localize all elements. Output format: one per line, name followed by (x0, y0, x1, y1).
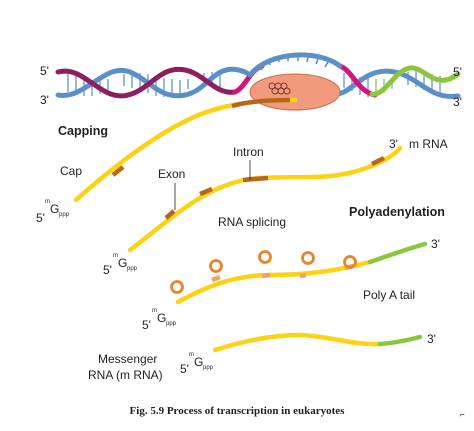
svg-text:5': 5' (103, 263, 112, 277)
cap-label: Cap (60, 164, 82, 178)
intron-segments (164, 155, 386, 220)
strand-left-top-label: 5' (40, 64, 49, 78)
svg-text:ppp: ppp (59, 212, 70, 218)
capping-exon-marks (111, 97, 291, 177)
svg-text:5': 5' (36, 211, 45, 225)
spliced-lariats (170, 250, 357, 294)
poly-a-tail-green (367, 241, 428, 265)
svg-text:G: G (157, 311, 166, 325)
svg-text:G: G (50, 202, 59, 216)
cap-label-4: m G ppp 5' (180, 352, 214, 376)
rna-strand-spliced (127, 145, 403, 253)
mature-3prime-label: 3' (427, 332, 436, 346)
mrna-label: m RNA (409, 137, 448, 151)
strand-right-bottom-label: 3' (453, 95, 462, 109)
svg-text:m: m (152, 308, 157, 314)
messenger-rna-label-line1: Messenger (98, 352, 157, 366)
exon-label: Exon (158, 167, 185, 181)
dna-strand-purple (55, 66, 238, 99)
svg-text:ppp: ppp (166, 321, 177, 327)
intron-label: Intron (233, 145, 264, 159)
svg-text:m: m (45, 199, 50, 205)
svg-text:ppp: ppp (203, 365, 214, 371)
strand-left-bottom-label: 3' (40, 93, 49, 107)
rna-polymerase (249, 73, 341, 111)
mrna-3prime-label: 3' (389, 137, 398, 151)
capping-label: Capping (58, 124, 108, 138)
mature-mrna-tail (377, 334, 423, 347)
cap-label-1: m G ppp 5' (36, 199, 70, 225)
dna-strand-blue (55, 66, 461, 99)
cap-label-2: m G ppp 5' (103, 253, 138, 277)
messenger-rna-label-line2: RNA (m RNA) (88, 368, 163, 382)
rna-splicing-label: RNA splicing (218, 215, 286, 229)
svg-text:m: m (189, 352, 194, 358)
svg-text:5': 5' (142, 318, 151, 332)
polya-3prime-label: 3' (431, 237, 440, 251)
cap-label-3: m G ppp 5' (142, 308, 177, 332)
svg-text:G: G (118, 256, 127, 270)
polyadenylation-label: Polyadenylation (349, 205, 445, 219)
rna-strand-polyadenylation (175, 259, 373, 305)
dna-bubble-top-rungs (257, 56, 329, 71)
svg-text:5': 5' (180, 362, 189, 376)
corner-mark: ⌐ (460, 410, 465, 419)
mature-mrna-strand (212, 332, 383, 353)
poly-a-tail-label: Poly A tail (363, 288, 415, 302)
svg-text:m: m (113, 253, 118, 259)
strand-right-top-label: 5' (453, 65, 462, 79)
svg-text:G: G (194, 355, 203, 369)
figure-caption: Fig. 5.9 Process of transcription in euk… (130, 405, 346, 417)
polymerase-nucleotides (268, 82, 291, 95)
svg-text:ppp: ppp (127, 266, 138, 272)
dna-double-helix (55, 52, 461, 111)
dna-strand-green (369, 65, 461, 97)
dna-bubble-top (247, 52, 343, 78)
